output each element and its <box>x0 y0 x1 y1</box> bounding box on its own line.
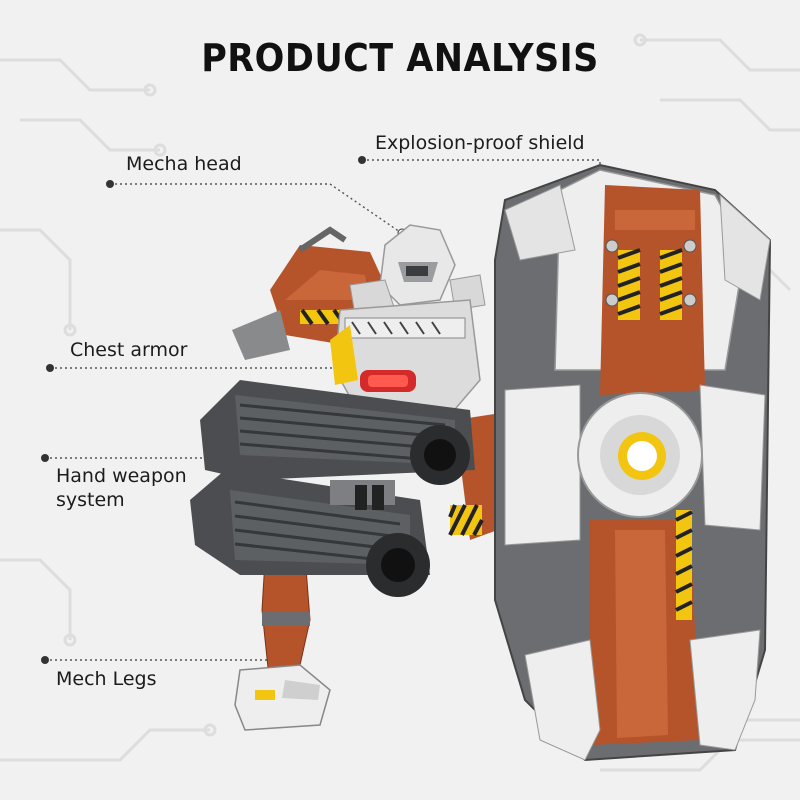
explosion-proof-shield <box>448 163 772 762</box>
mech-legs <box>234 554 331 731</box>
chest-armor <box>330 299 481 416</box>
callout-dot-legs <box>41 656 49 664</box>
hazard-stripes-top <box>617 248 683 320</box>
callout-explosion-proof-shield: Explosion-proof shield <box>375 132 585 154</box>
hand-weapon-system <box>190 380 475 597</box>
callout-hand-weapon-system: Hand weapon system <box>56 464 187 512</box>
callout-dot-shield <box>358 156 366 164</box>
callout-mecha-head: Mecha head <box>126 153 242 175</box>
mech-figure <box>190 163 772 762</box>
callout-dot-chest <box>46 364 54 372</box>
callout-mech-legs: Mech Legs <box>56 668 157 690</box>
page-title: PRODUCT ANALYSIS <box>201 36 599 80</box>
hazard-stripes-side <box>448 504 693 620</box>
callout-hand-weapon-line1: Hand weapon <box>56 465 187 487</box>
callout-chest-armor: Chest armor <box>70 339 188 361</box>
callout-dot-weapon <box>41 454 49 462</box>
callout-dot-head <box>106 180 114 188</box>
callout-hand-weapon-line2: system <box>56 489 125 511</box>
